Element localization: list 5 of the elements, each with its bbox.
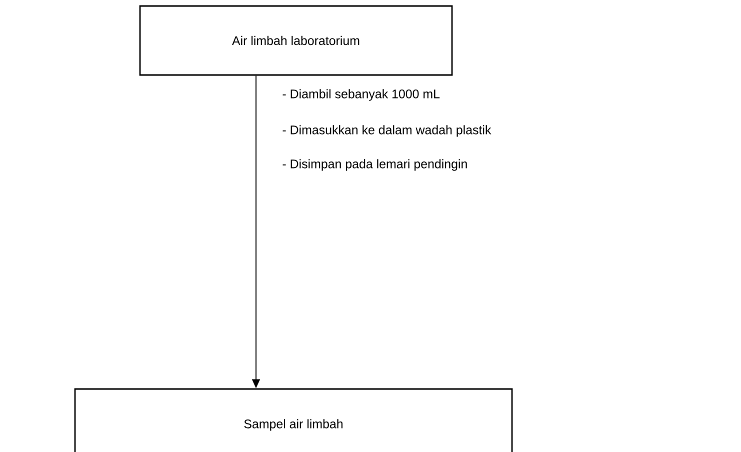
process-box: Air limbah laboratorium bbox=[139, 5, 453, 76]
process-box: Sampel air limbah bbox=[74, 388, 513, 452]
step-note: - Diambil sebanyak 1000 mL bbox=[282, 89, 440, 101]
step-note: - Dimasukkan ke dalam wadah plastik bbox=[282, 125, 492, 137]
step-note: - Disimpan pada lemari pendingin bbox=[282, 159, 467, 171]
